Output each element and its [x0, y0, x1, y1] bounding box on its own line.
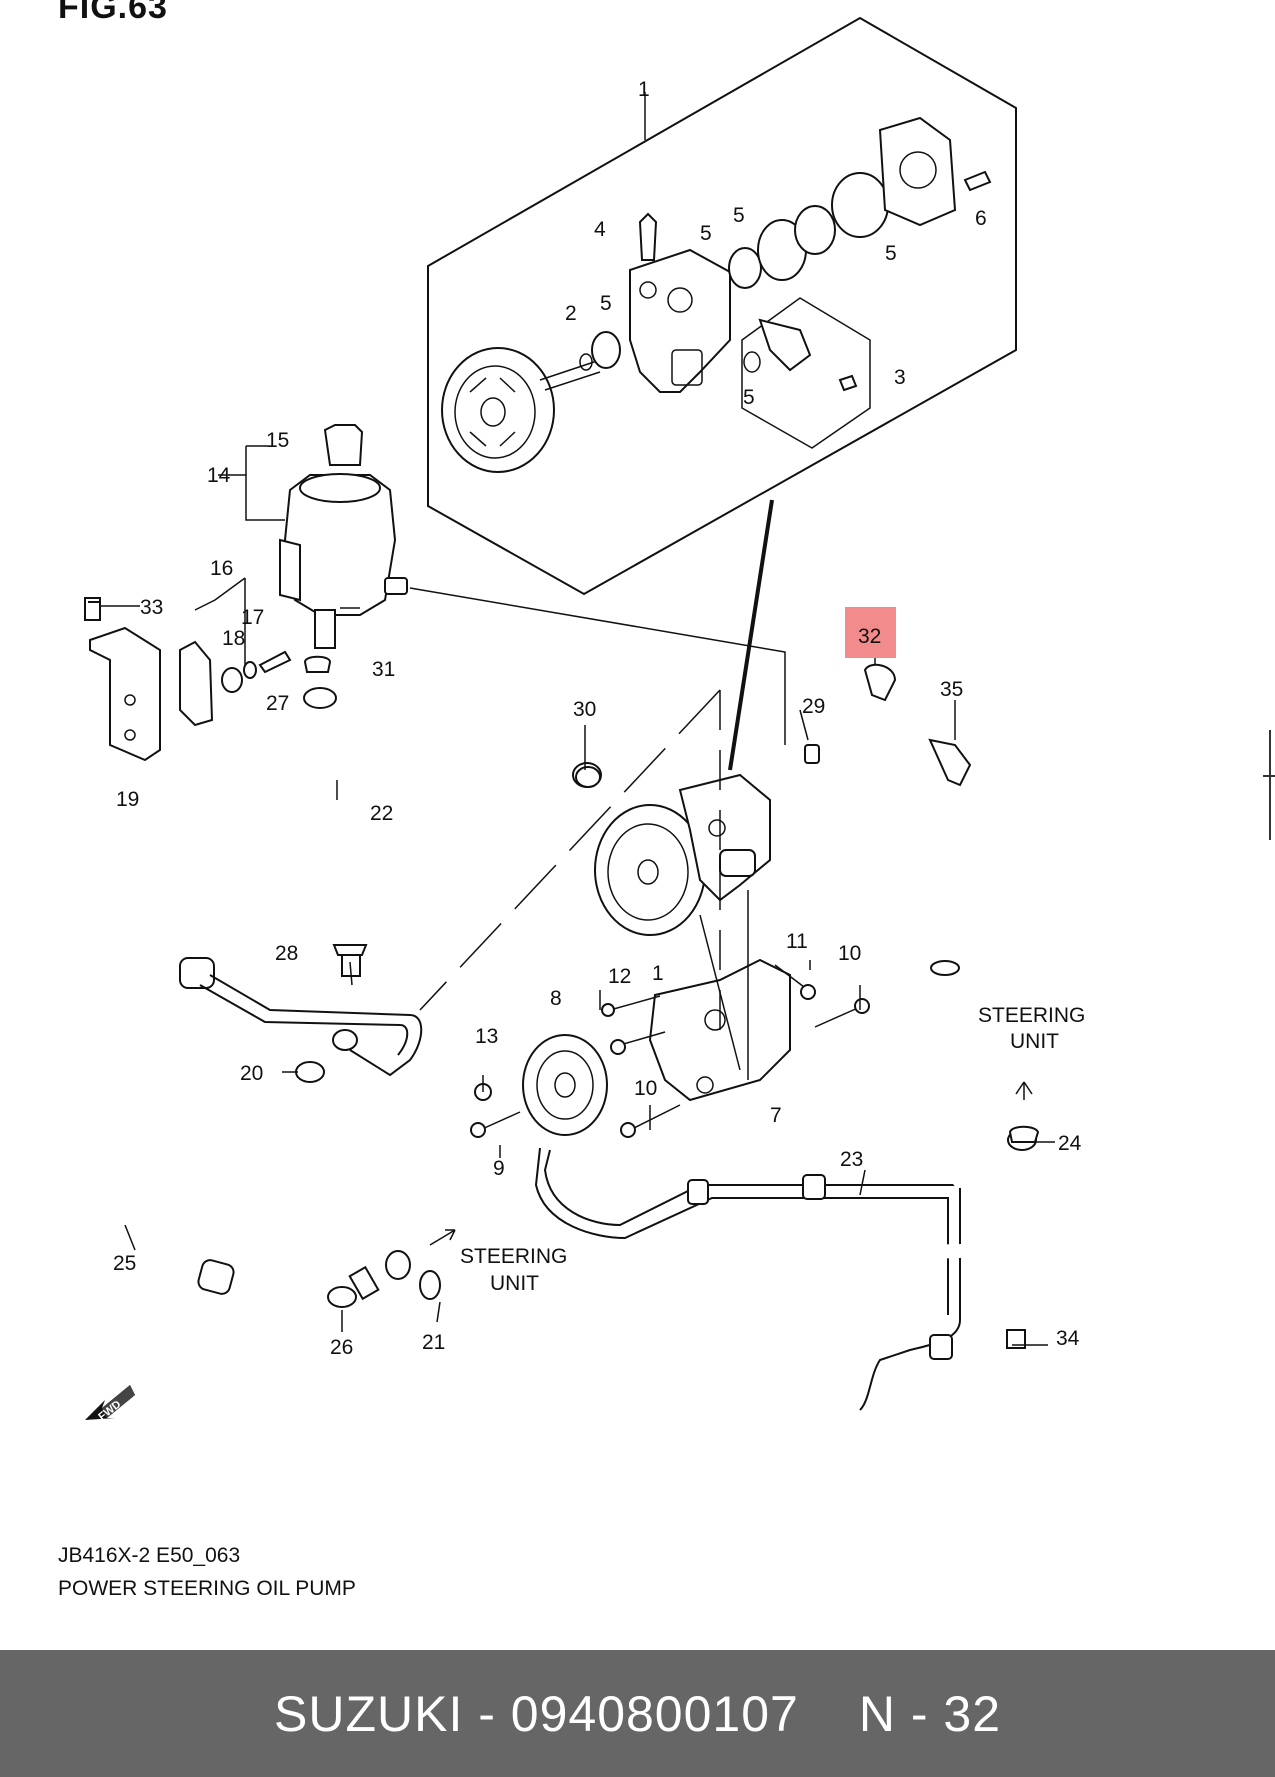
callout-10a: 10 [838, 942, 861, 965]
svg-text:STEERING: STEERING [978, 1004, 1085, 1027]
callout-13: 13 [475, 1025, 498, 1048]
callout-1-top: 1 [638, 78, 650, 101]
highlight-box [845, 607, 896, 658]
steering-unit-lower-note: STEERING UNIT [460, 1245, 567, 1295]
pump-assembled [594, 773, 771, 936]
callout-5d: 5 [600, 292, 612, 315]
callout-5a: 5 [700, 222, 712, 245]
right-edge-tick [1263, 775, 1275, 777]
callout-20: 20 [240, 1062, 263, 1085]
callout-34: 34 [1056, 1327, 1080, 1350]
fwd-arrow [85, 1385, 135, 1420]
steering-unit-upper-note: STEERING UNIT [978, 1004, 1085, 1053]
callout-6: 6 [975, 207, 987, 230]
callout-33: 33 [140, 596, 163, 619]
callout-31: 31 [372, 658, 395, 681]
footer-ref: N - 32 [858, 1685, 1002, 1742]
callout-21: 21 [422, 1331, 445, 1354]
callout-10b: 10 [634, 1077, 657, 1100]
callout-27: 27 [266, 692, 289, 715]
pump-body-exploded [579, 212, 731, 393]
callout-22: 22 [370, 802, 393, 825]
callout-25: 25 [113, 1252, 136, 1275]
hose-upper-right [804, 744, 977, 1188]
callout-5c: 5 [885, 242, 897, 265]
callout-35: 35 [940, 678, 963, 701]
right-edge-mark [1269, 730, 1271, 840]
pump-rear-parts [728, 116, 992, 392]
callout-32: 32 [858, 625, 881, 648]
callout-2: 2 [565, 302, 577, 325]
callout-24: 24 [1058, 1132, 1082, 1155]
callout-5e: 5 [743, 386, 755, 409]
pump-bracket [522, 958, 791, 1136]
svg-text:UNIT: UNIT [490, 1272, 539, 1295]
callout-14: 14 [207, 464, 231, 487]
clamps [295, 655, 1040, 1300]
callout-16: 16 [210, 557, 233, 580]
callout-7: 7 [770, 1104, 782, 1127]
hose-25 [73, 956, 428, 1296]
figure-title: FIG.63 [58, 0, 168, 26]
callout-12: 12 [608, 965, 631, 988]
callout-15: 15 [266, 429, 289, 452]
footer-part-number: SUZUKI - 0940800107 [273, 1685, 799, 1742]
footer-bar: SUZUKI - 0940800107 N - 32 [0, 1650, 1275, 1777]
diagram-code: JB416X-2 E50_063 [58, 1544, 241, 1567]
pump-exploded-box [427, 16, 1017, 596]
callout-23: 23 [840, 1148, 863, 1171]
callout-9: 9 [493, 1157, 505, 1180]
hose-22 [298, 681, 602, 799]
parts-diagram: 1 2 3 4 5 5 5 5 5 6 7 8 9 10 10 11 12 13… [73, 16, 1086, 1420]
oil-reservoir [218, 424, 408, 649]
callout-5b: 5 [733, 204, 745, 227]
callout-labels: 1 2 3 4 5 5 5 5 5 6 7 8 9 10 10 11 12 13… [113, 78, 1082, 1359]
callout-26: 26 [330, 1336, 353, 1359]
callout-29: 29 [802, 695, 825, 718]
callout-1-pump: 1 [652, 962, 664, 985]
callout-30: 30 [573, 698, 596, 721]
bolts [88, 601, 1026, 1349]
callout-17: 17 [241, 606, 264, 629]
callout-3: 3 [894, 366, 906, 389]
callout-4: 4 [594, 218, 606, 241]
callout-18: 18 [222, 627, 245, 650]
callout-11: 11 [786, 930, 808, 953]
svg-text:UNIT: UNIT [1010, 1030, 1059, 1053]
svg-text:STEERING: STEERING [460, 1245, 567, 1268]
reservoir-bracket [84, 577, 292, 762]
callout-19: 19 [116, 788, 139, 811]
callout-8: 8 [550, 987, 562, 1010]
leader-lines [124, 587, 1055, 1346]
pulley-exploded [441, 347, 601, 473]
diagram-name: POWER STEERING OIL PUMP [58, 1577, 356, 1600]
hose-23 [534, 1129, 1037, 1411]
callout-28: 28 [275, 942, 298, 965]
